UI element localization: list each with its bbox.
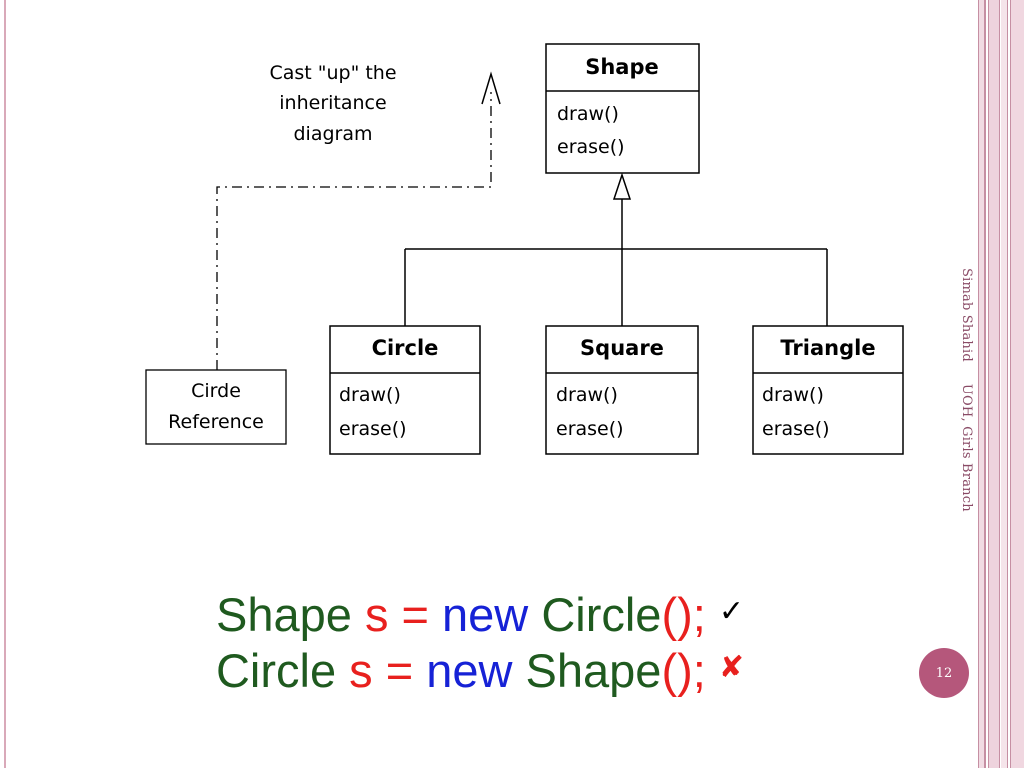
right-border-stripe <box>978 0 984 768</box>
footer-side-label: Simab ShahidUOH, Girls Branch <box>959 268 974 512</box>
left-border <box>0 0 6 768</box>
shape-class-name: Shape <box>585 55 659 79</box>
square-class-name: Square <box>580 336 664 360</box>
code-parens: (); <box>661 588 706 641</box>
right-border-stripe <box>984 0 986 768</box>
checkmark-icon: ✓ <box>718 594 745 629</box>
author-name: Simab Shahid <box>959 268 974 362</box>
triangle-class-name: Triangle <box>780 336 875 360</box>
upcast-path <box>216 92 492 370</box>
circle-op-erase: erase() <box>339 418 407 440</box>
right-border-stripe <box>1010 0 1024 768</box>
code-line-invalid: Circle s = new Shape(); ✘ <box>100 641 860 697</box>
note-line-1: Cast "up" the <box>269 62 396 84</box>
reference-line-1: Cirde <box>191 380 241 402</box>
page-number-badge: 12 <box>919 648 969 698</box>
circle-reference-box: Cirde Reference <box>145 369 287 445</box>
note-line-2: inheritance <box>279 92 386 114</box>
code-keyword: new <box>442 588 529 641</box>
code-eq: = <box>401 588 429 641</box>
code-ctor: Shape <box>525 644 662 697</box>
circle-op-draw: draw() <box>339 384 401 406</box>
code-parens: (); <box>661 644 706 697</box>
code-eq: = <box>385 644 414 697</box>
triangle-op-draw: draw() <box>762 384 824 406</box>
note-line-3: diagram <box>293 123 372 145</box>
code-var: s <box>364 588 389 641</box>
code-ctor: Circle <box>541 588 662 641</box>
circle-class-box: Circle draw() erase() <box>329 325 481 455</box>
right-border-stripe <box>988 0 1000 768</box>
code-example: Shape s = new Circle(); ✓ Circle s = new… <box>100 585 860 697</box>
code-keyword: new <box>426 644 513 697</box>
cross-mark-icon: ✘ <box>718 650 745 685</box>
circle-class-name: Circle <box>372 336 439 360</box>
square-op-erase: erase() <box>556 418 624 440</box>
code-line-valid: Shape s = new Circle(); ✓ <box>100 585 860 641</box>
code-var: s <box>349 644 373 697</box>
shape-class-box: Shape draw() erase() <box>545 43 700 174</box>
triangle-class-box: Triangle draw() erase() <box>752 325 904 455</box>
right-border-stripe <box>1001 0 1008 768</box>
triangle-op-erase: erase() <box>762 418 830 440</box>
code-type: Circle <box>215 644 337 697</box>
reference-line-2: Reference <box>168 411 264 433</box>
square-op-draw: draw() <box>556 384 618 406</box>
code-type: Shape <box>215 588 352 641</box>
organization-name: UOH, Girls Branch <box>959 383 974 512</box>
square-class-box: Square draw() erase() <box>545 325 699 455</box>
inheritance-triangle-icon <box>612 172 632 200</box>
shape-op-draw: draw() <box>557 103 619 125</box>
page-number: 12 <box>935 665 953 681</box>
upcast-arrowhead-icon <box>481 71 501 105</box>
shape-op-erase: erase() <box>557 136 625 158</box>
